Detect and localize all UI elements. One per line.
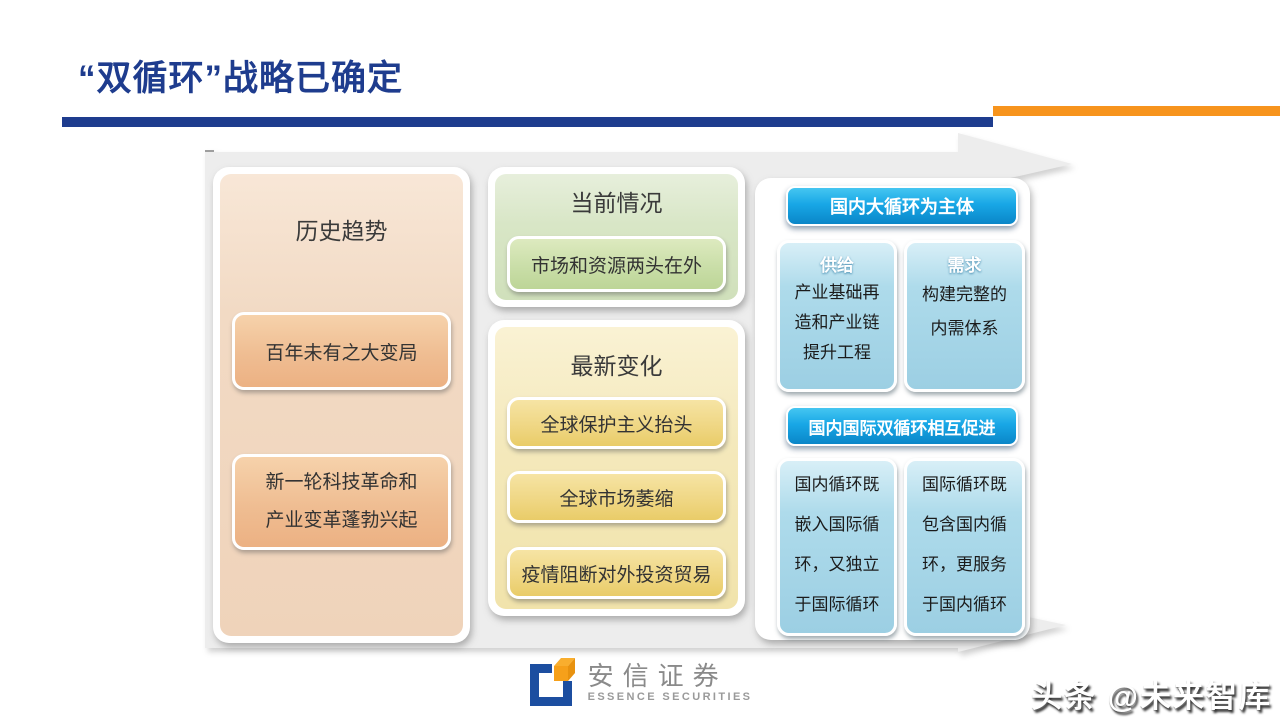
- history-item-1: 百年未有之大变局: [232, 312, 451, 390]
- changes-header: 最新变化: [570, 353, 663, 379]
- strategy-panel: 国内大循环为主体 供给 产业基础再 造和产业链 提升工程 需求 构建完整的 内需…: [755, 178, 1030, 640]
- changes-panel-fill: 最新变化 全球保护主义抬头 全球市场萎缩 疫情阻断对外投资贸易: [495, 327, 738, 609]
- page-title: “双循环”战略已确定: [78, 59, 404, 98]
- footer: 安信证券 ESSENCE SECURITIES: [0, 652, 1280, 712]
- domestic-loop-text: 国内循环既 嵌入国际循 环，又独立 于国际循环: [794, 475, 880, 614]
- international-loop-text: 国际循环既 包含国内循 环，更服务 于国内循环: [922, 475, 1007, 614]
- supply-title: 供给: [820, 256, 854, 275]
- logo-text-block: 安信证券 ESSENCE SECURITIES: [588, 661, 753, 703]
- logo-text-en: ESSENCE SECURITIES: [587, 691, 753, 703]
- changes-item-1: 全球保护主义抬头: [507, 397, 726, 449]
- demand-title: 需求: [947, 256, 982, 275]
- demand-box: 需求 构建完整的 内需体系: [904, 240, 1025, 392]
- history-panel-fill: 历史趋势 百年未有之大变局 新一轮科技革命和 产业变革蓬勃兴起: [220, 174, 463, 636]
- changes-item-3: 疫情阻断对外投资贸易: [507, 547, 726, 599]
- changes-item-2: 全球市场萎缩: [507, 471, 726, 523]
- current-panel: 当前情况 市场和资源两头在外: [488, 167, 745, 307]
- supply-body: 产业基础再 造和产业链 提升工程: [794, 283, 880, 362]
- essence-securities-logo-icon: [529, 658, 575, 706]
- domestic-loop-box: 国内循环既 嵌入国际循 环，又独立 于国际循环: [777, 458, 897, 636]
- supply-box: 供给 产业基础再 造和产业链 提升工程: [777, 240, 897, 392]
- changes-panel: 最新变化 全球保护主义抬头 全球市场萎缩 疫情阻断对外投资贸易: [488, 320, 745, 616]
- demand-body: 构建完整的 内需体系: [922, 285, 1007, 338]
- header-rule-blue: [62, 117, 993, 127]
- header-rule-orange: [993, 106, 1280, 116]
- strategy-header-secondary: 国内国际双循环相互促进: [786, 406, 1018, 446]
- watermark: 头条 @未来智库: [1031, 679, 1272, 714]
- current-item-1: 市场和资源两头在外: [507, 236, 726, 292]
- international-loop-box: 国际循环既 包含国内循 环，更服务 于国内循环: [904, 458, 1025, 636]
- current-header: 当前情况: [570, 190, 663, 216]
- strategy-header-primary: 国内大循环为主体: [786, 186, 1018, 226]
- current-panel-fill: 当前情况 市场和资源两头在外: [495, 174, 738, 300]
- history-header: 历史趋势: [295, 218, 388, 244]
- history-panel: 历史趋势 百年未有之大变局 新一轮科技革命和 产业变革蓬勃兴起: [213, 167, 470, 643]
- history-item-2: 新一轮科技革命和 产业变革蓬勃兴起: [232, 454, 451, 550]
- logo-text-cn: 安信证券: [587, 661, 728, 691]
